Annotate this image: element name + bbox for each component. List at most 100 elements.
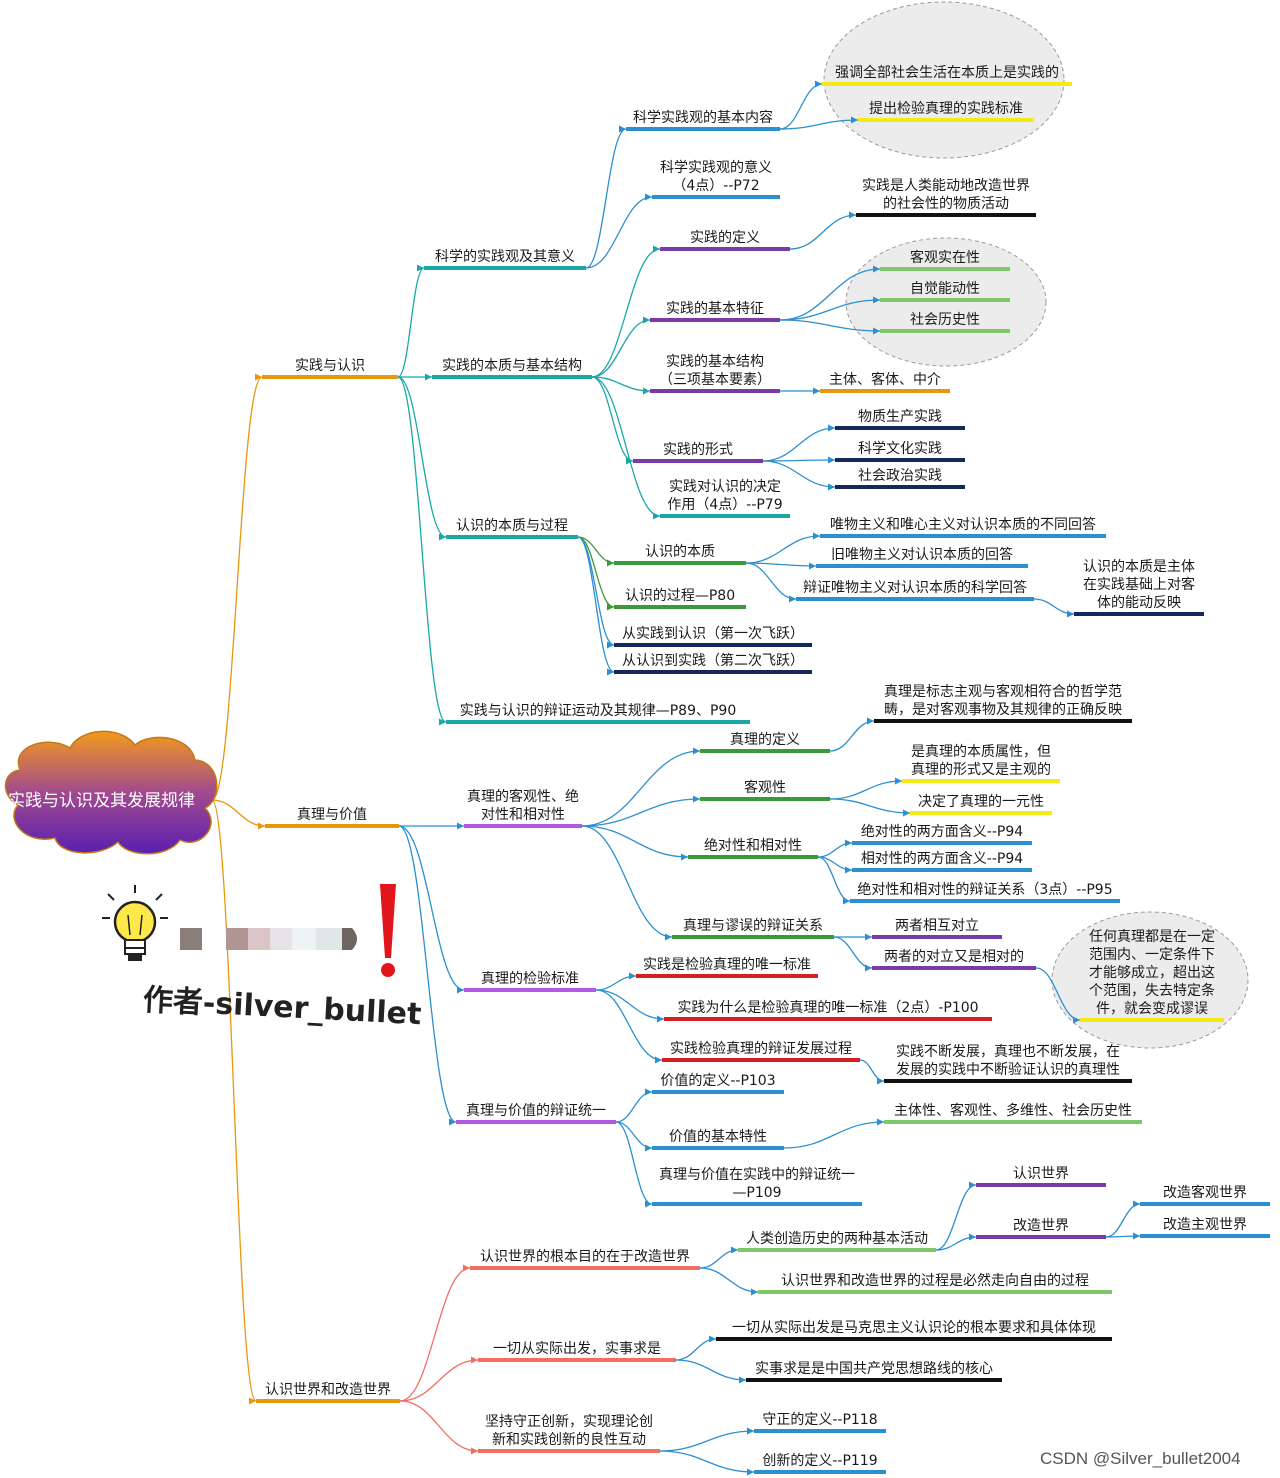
connector-arrow [249, 1397, 256, 1405]
node-essence-3-line: 辩证唯物主义对认识本质的科学回答 [803, 579, 1027, 596]
connector [779, 83, 823, 130]
node-absrel-2[interactable]: 相对性的两方面含义--P94 [861, 851, 1023, 867]
node-objectivity-group[interactable]: 真理的客观性、绝对性和相对性 [467, 788, 579, 823]
node-only-standard[interactable]: 实践是检验真理的唯一标准 [643, 957, 811, 973]
node-error-note-bar [1080, 1018, 1224, 1022]
node-sci-meaning[interactable]: 科学实践观的意义（4点）--P72 [660, 159, 772, 194]
connector-arrow [813, 532, 820, 540]
node-essence-1-line: 唯物主义和唯心主义对认识本质的不同回答 [830, 516, 1096, 533]
node-essence[interactable]: 认识的本质 [645, 544, 715, 560]
node-feature-2[interactable]: 自觉能动性 [910, 281, 980, 297]
node-change-world[interactable]: 改造世界 [1013, 1218, 1069, 1234]
node-leap-2[interactable]: 从认识到实践（第二次飞跃） [622, 652, 804, 669]
node-error-b[interactable]: 两者的对立又是相对的 [884, 949, 1024, 965]
node-objectivity[interactable]: 客观性 [744, 779, 786, 796]
node-dev-process[interactable]: 实践检验真理的辩证发展过程 [670, 1041, 852, 1057]
connector [399, 1359, 479, 1402]
node-cognition[interactable]: 认识的本质与过程 [456, 518, 568, 534]
node-only-standard-line: 实践是检验真理的唯一标准 [643, 957, 811, 973]
node-nature[interactable]: 实践的本质与基本结构 [442, 357, 582, 374]
branch-world[interactable]: 认识世界和改造世界 [265, 1382, 391, 1398]
node-innovation[interactable]: 坚持守正创新，实现理论创新和实践创新的良性互动 [485, 1414, 653, 1448]
node-goal-bar [470, 1266, 700, 1270]
node-value-traits[interactable]: 价值的基本特性 [669, 1128, 767, 1145]
connector-arrow [747, 1427, 754, 1435]
node-form-1[interactable]: 物质生产实践 [858, 409, 942, 425]
node-truth-def-line: 真理的定义 [730, 732, 800, 748]
node-feature-1[interactable]: 客观实在性 [910, 249, 980, 266]
node-change-subjective[interactable]: 改造主观世界 [1163, 1217, 1247, 1233]
node-innov-b[interactable]: 创新的定义--P119 [762, 1453, 877, 1469]
node-know-world[interactable]: 认识世界 [1013, 1166, 1069, 1182]
connector-arrow [739, 1376, 746, 1384]
node-objectivity-b[interactable]: 决定了真理的一元性 [918, 794, 1044, 810]
node-truth-def-a[interactable]: 真理是标志主观与客观相符合的哲学范畴，是对客观事物及其规律的正确反映 [884, 683, 1122, 718]
node-criterion[interactable]: 真理的检验标准 [481, 971, 579, 987]
node-structure[interactable]: 实践的基本结构（三项基本要素） [659, 353, 771, 388]
node-structure-a[interactable]: 主体、客体、中介 [829, 371, 941, 388]
node-change-objective[interactable]: 改造客观世界 [1163, 1184, 1247, 1201]
node-dev-process-a[interactable]: 实践不断发展，真理也不断发展，在发展的实践中不断验证认识的真理性 [896, 1044, 1120, 1078]
node-absrel-1[interactable]: 绝对性的两方面含义--P94 [861, 824, 1023, 840]
node-essence-1[interactable]: 唯物主义和唯心主义对认识本质的不同回答 [830, 516, 1096, 533]
node-practice-def-bar [660, 247, 790, 251]
node-objectivity-a[interactable]: 是真理的本质属性，但真理的形式又是主观的 [911, 744, 1051, 778]
node-two-activities[interactable]: 人类创造历史的两种基本活动 [746, 1230, 928, 1247]
node-value-group[interactable]: 真理与价值的辩证统一 [466, 1103, 606, 1119]
connector [397, 376, 447, 723]
node-essence-2[interactable]: 旧唯物主义对认识本质的回答 [831, 546, 1013, 563]
node-process[interactable]: 认识的过程—P80 [625, 588, 735, 604]
connector-arrow [877, 1077, 884, 1085]
node-form-3[interactable]: 社会政治实践 [858, 468, 942, 484]
node-fact-a[interactable]: 一切从实际出发是马克思主义认识论的根本要求和具体体现 [732, 1320, 1096, 1336]
node-value-traits-bar [652, 1146, 784, 1150]
node-forms[interactable]: 实践的形式 [663, 442, 733, 458]
node-truth-def-a-line: 畴，是对客观事物及其规律的正确反映 [884, 701, 1122, 718]
node-value-unity[interactable]: 真理与价值在实践中的辩证统一—P109 [659, 1167, 855, 1201]
node-dialectic[interactable]: 实践与认识的辩证运动及其规律—P89、P90 [460, 703, 737, 719]
node-error-note[interactable]: 任何真理都是在一定范围内、一定条件下才能够成立，超出这个范围，失去特定条件，就会… [1089, 929, 1215, 1017]
node-practice-def[interactable]: 实践的定义 [690, 230, 760, 246]
node-why-standard[interactable]: 实践为什么是检验真理的唯一标准（2点）-P100 [677, 1000, 978, 1016]
connector-arrow [439, 533, 446, 541]
node-essence-answer[interactable]: 认识的本质是主体在实践基础上对客体的能动反映 [1083, 559, 1195, 611]
branch-truth[interactable]: 真理与价值 [297, 807, 367, 823]
connector-arrow [655, 1056, 662, 1064]
node-practice-def-a[interactable]: 实践是人类能动地改造世界的社会性的物质活动 [862, 178, 1030, 212]
node-two-activities-bar [738, 1248, 936, 1252]
connector [762, 427, 836, 462]
node-essence-3[interactable]: 辩证唯物主义对认识本质的科学回答 [803, 579, 1027, 596]
node-decisive[interactable]: 实践对认识的决定作用（4点）--P79 [667, 479, 782, 513]
node-form-2[interactable]: 科学文化实践 [858, 441, 942, 457]
node-feature-3[interactable]: 社会历史性 [910, 312, 980, 328]
node-goal[interactable]: 认识世界的根本目的在于改造世界 [480, 1249, 690, 1265]
node-absrel-3[interactable]: 绝对性和相对性的辩证关系（3点）--P95 [857, 882, 1112, 898]
node-objectivity-line: 客观性 [744, 779, 786, 796]
node-sci-content[interactable]: 科学实践观的基本内容 [633, 109, 773, 126]
connector [659, 1450, 755, 1473]
node-error[interactable]: 真理与谬误的辩证关系 [683, 918, 823, 934]
node-value-def[interactable]: 价值的定义--P103 [660, 1073, 775, 1089]
node-sci-content-b[interactable]: 提出检验真理的实践标准 [869, 101, 1023, 117]
node-fact[interactable]: 一切从实际出发，实事求是 [493, 1341, 661, 1357]
node-criterion-line: 真理的检验标准 [481, 971, 579, 987]
node-truth-def[interactable]: 真理的定义 [730, 732, 800, 748]
node-sci-content-a-bar [822, 82, 1072, 86]
connector [762, 460, 836, 488]
node-freedom[interactable]: 认识世界和改造世界的过程是必然走向自由的过程 [781, 1272, 1089, 1289]
node-error-a[interactable]: 两者相互对立 [895, 918, 979, 934]
node-fact-b[interactable]: 实事求是是中国共产党思想路线的核心 [755, 1361, 993, 1377]
node-absrel[interactable]: 绝对性和相对性 [704, 838, 802, 854]
node-features[interactable]: 实践的基本特征 [666, 300, 764, 317]
connector [779, 299, 881, 321]
node-objectivity-bar [700, 797, 830, 801]
node-value-traits-a[interactable]: 主体性、客观性、多维性、社会历史性 [894, 1102, 1132, 1119]
node-absrel-2-line: 相对性的两方面含义--P94 [861, 851, 1023, 867]
node-practice-def-a-bar [856, 213, 1036, 217]
node-innov-a[interactable]: 守正的定义--P118 [762, 1412, 877, 1428]
node-sci-content-a[interactable]: 强调全部社会生活在本质上是实践的 [835, 64, 1059, 81]
node-sci-practice[interactable]: 科学的实践观及其意义 [435, 248, 575, 265]
branch-practice[interactable]: 实践与认识 [295, 358, 365, 374]
node-two-activities-line: 人类创造历史的两种基本活动 [746, 1230, 928, 1247]
node-leap-1[interactable]: 从实践到认识（第一次飞跃） [622, 625, 804, 642]
